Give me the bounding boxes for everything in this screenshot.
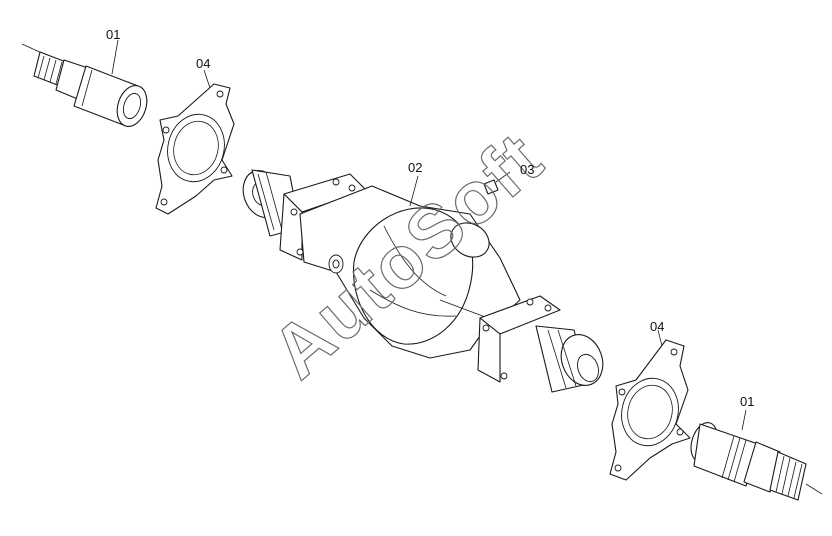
callout-02: 02 [408,160,422,175]
callout-04-right: 04 [650,319,664,334]
right-flange-part [609,329,691,481]
callout-01-right: 01 [740,394,754,409]
callout-01-left: 01 [106,27,120,42]
callout-03: 03 [520,162,534,177]
left-flange-part [155,69,235,215]
axle-housing-part [242,169,604,393]
right-shaft-part [690,409,823,501]
left-shaft-part [21,39,148,127]
callout-04-left: 04 [196,56,210,71]
plug-part [483,171,511,195]
